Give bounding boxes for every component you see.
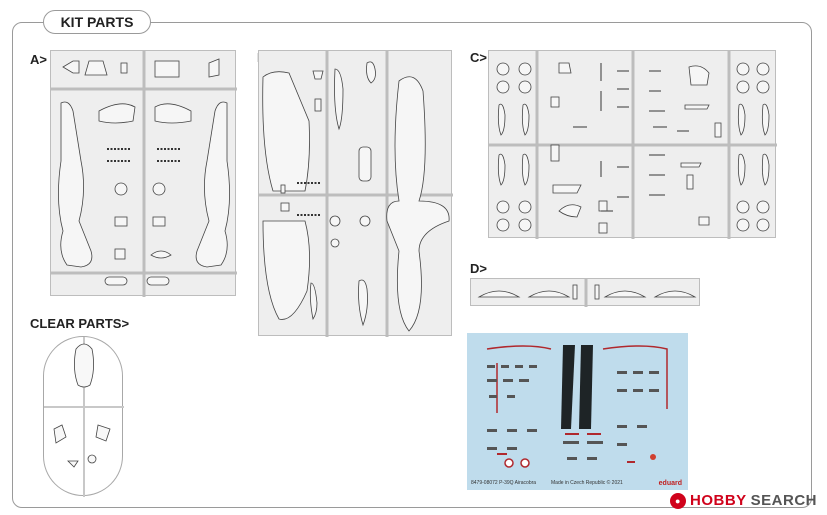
sprue-a-drawing (51, 51, 237, 297)
watermark-brand-b: SEARCH (750, 492, 817, 509)
kit-parts-frame (12, 22, 812, 508)
decal-sheet: 8479-08072 P-39Q Airacobra Made in Czech… (467, 333, 688, 490)
sprue-d-drawing (477, 279, 697, 307)
sprue-b (258, 50, 453, 337)
decal-made-in: Made in Czech Republic © 2021 (551, 480, 623, 486)
sprue-b-drawing (259, 51, 453, 337)
page-title: KIT PARTS (43, 10, 151, 34)
decal-brand: eduard (658, 480, 682, 487)
sprue-c-drawing (489, 51, 777, 239)
sprue-d (470, 278, 700, 307)
watermark-brand-a: HOBBY (689, 492, 747, 509)
section-label-c: C> (470, 50, 487, 65)
decal-code: 8479-08072 P-39Q Airacobra (471, 480, 537, 486)
section-label-d: D> (470, 261, 487, 276)
hobbysearch-logo-icon: ● (669, 492, 686, 509)
sprue-clear-drawing (44, 337, 124, 497)
section-label-a: A> (30, 52, 47, 67)
decal-sheet-drawing (486, 345, 668, 468)
sprue-a (50, 50, 237, 297)
sprue-clear (43, 336, 124, 497)
section-label-clear: CLEAR PARTS> (30, 316, 130, 331)
sprue-c (488, 50, 777, 239)
watermark: ● HOBBY SEARCH (669, 492, 817, 509)
